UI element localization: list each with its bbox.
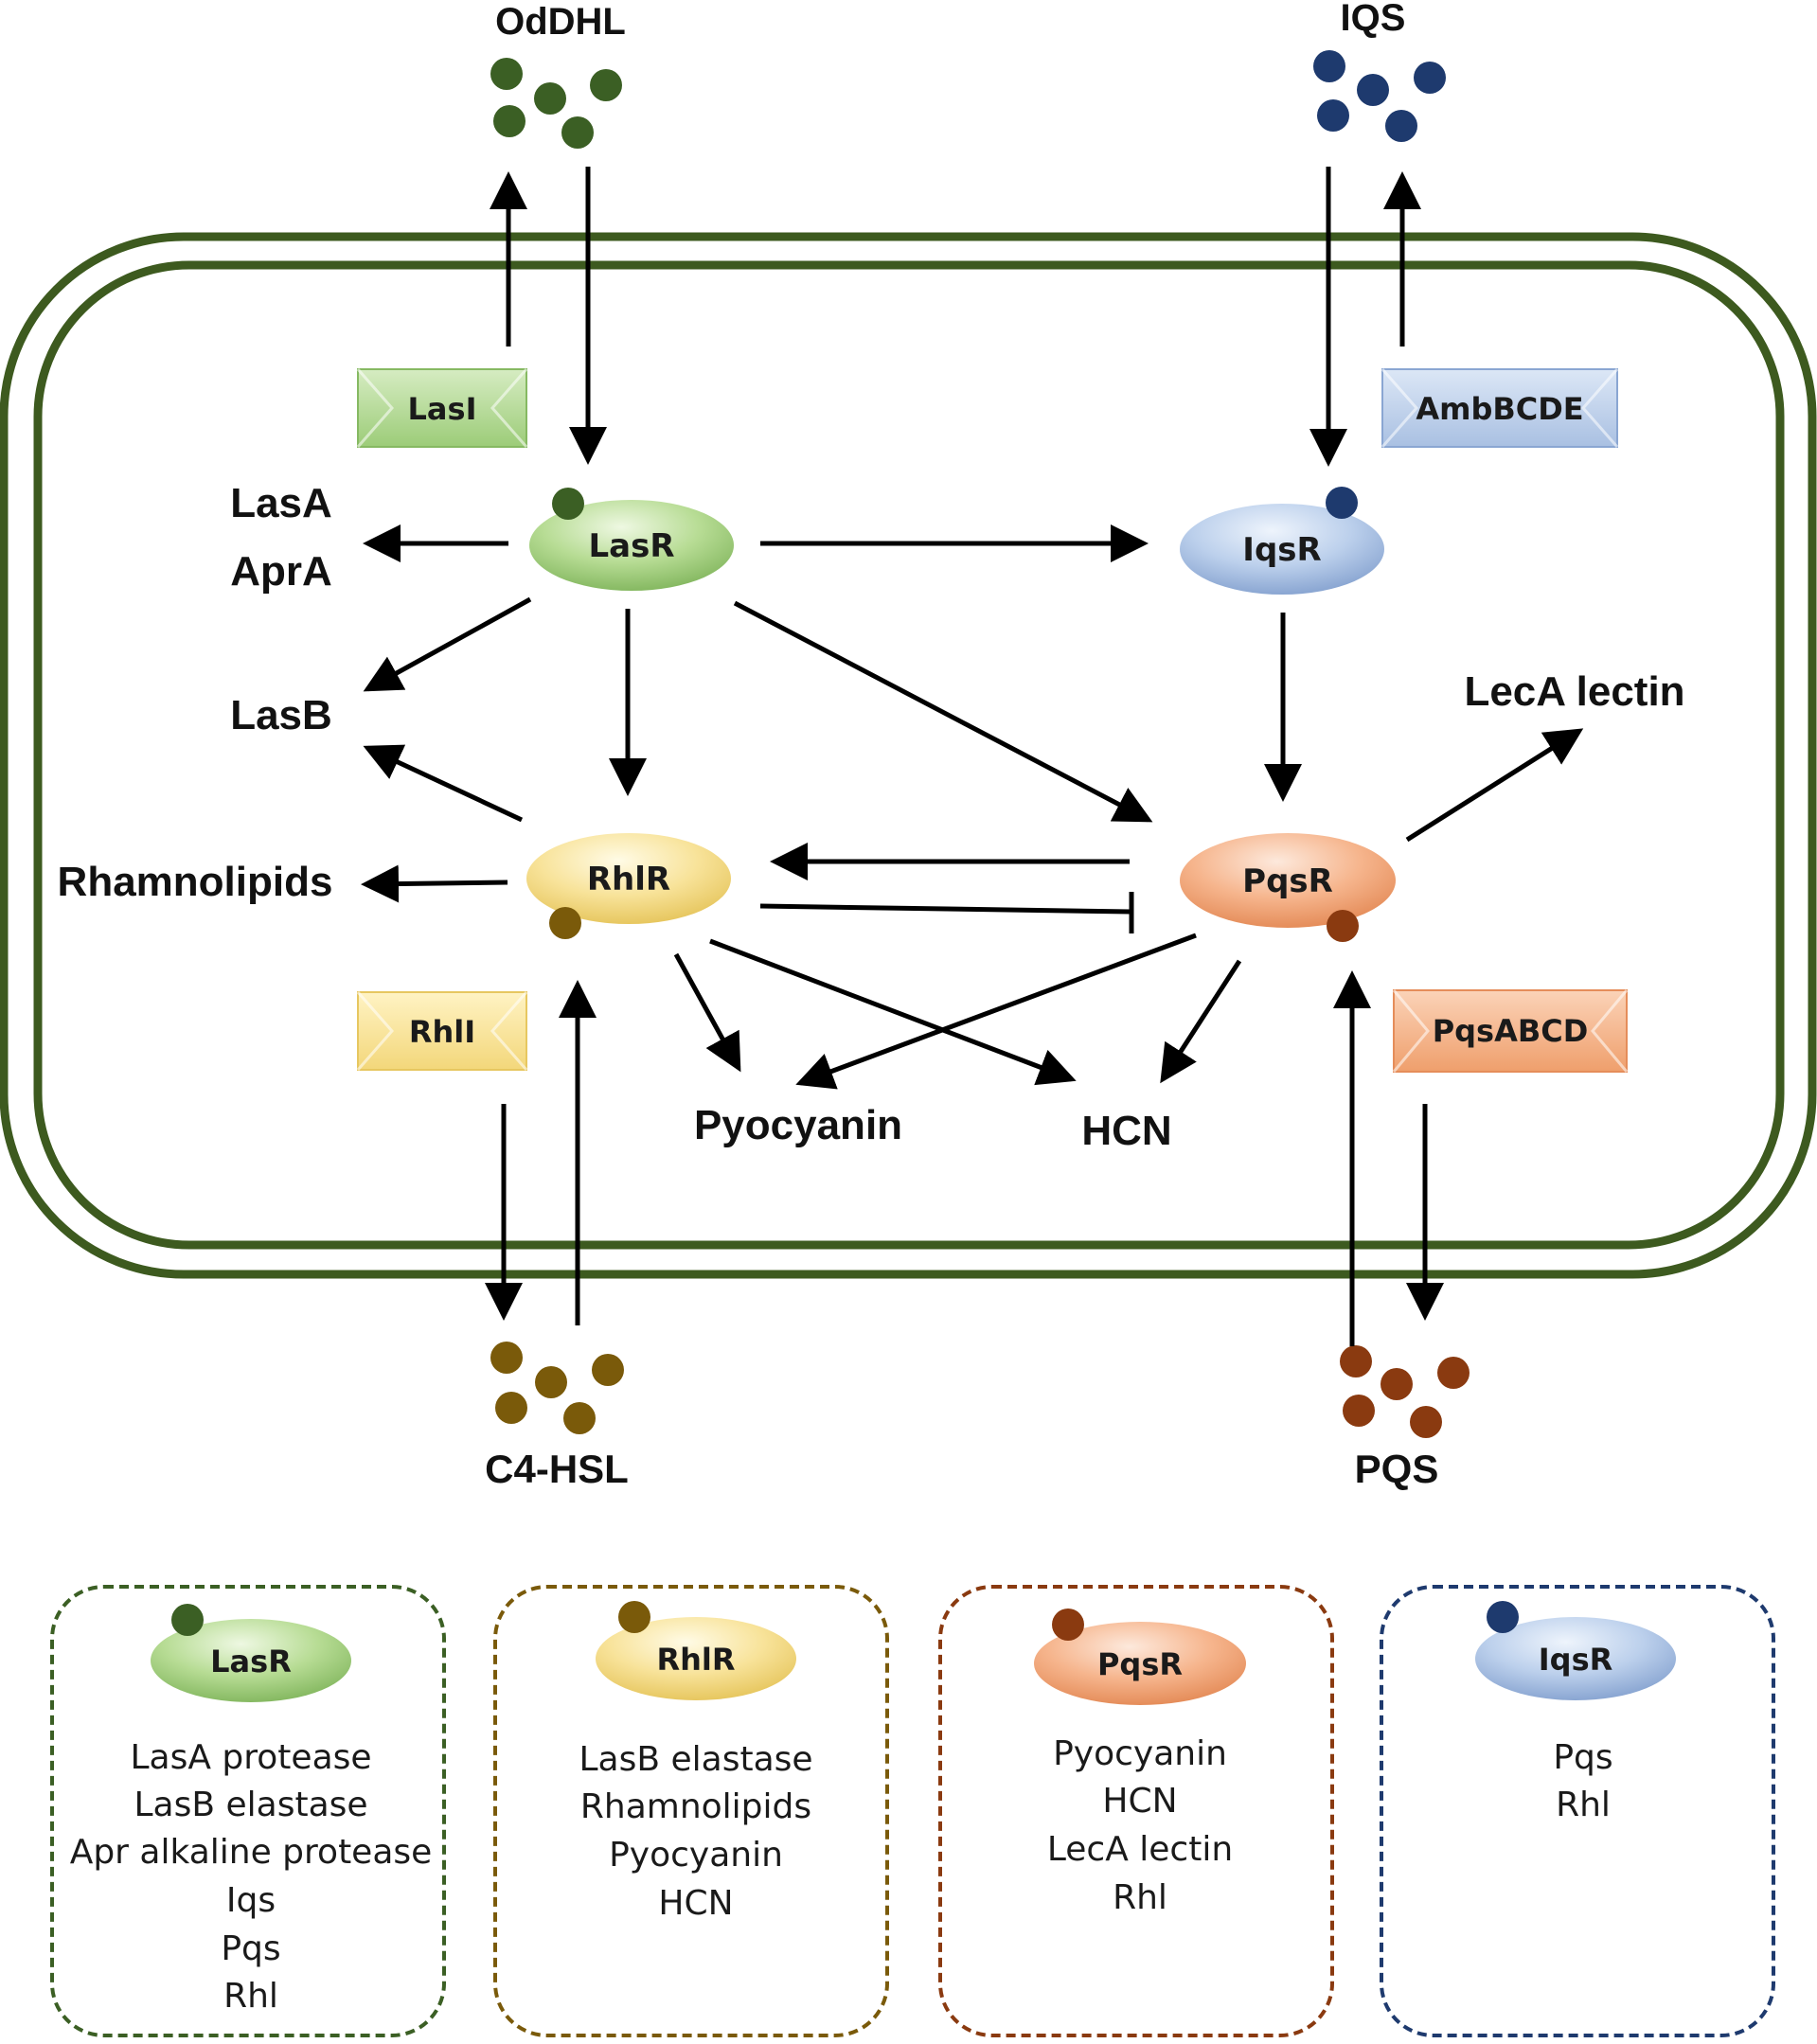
legend-iqsR: IqsR Pqs Rhl bbox=[1380, 1585, 1775, 2037]
arrow-lasR-to-lasB bbox=[363, 596, 532, 692]
legend-lasR-item: LasB elastase bbox=[134, 1786, 367, 1824]
hcn-label: HCN bbox=[1081, 1108, 1171, 1154]
legend-rhlR-title: RhlR bbox=[656, 1642, 735, 1678]
rhlI-label: RhlI bbox=[409, 1014, 475, 1050]
legend-lasR-item: Rhl bbox=[223, 1977, 278, 2016]
iqsR-label: IqsR bbox=[1242, 531, 1321, 569]
legend-pqsR-item: Rhl bbox=[1113, 1878, 1167, 1917]
pyocyanin-label: Pyocyanin bbox=[694, 1102, 902, 1148]
inner-membrane bbox=[33, 260, 1785, 1250]
legend-pqsR-item: LecA lectin bbox=[1047, 1830, 1233, 1869]
iqsR-bound-ligand bbox=[1326, 487, 1358, 519]
ambBCDE-label: AmbBCDE bbox=[1416, 391, 1583, 427]
legend-rhlR-item: HCN bbox=[658, 1884, 733, 1923]
legend-iqsR-title: IqsR bbox=[1539, 1642, 1613, 1678]
arrow-pqsR-to-hcn bbox=[1160, 959, 1242, 1084]
legend-lasR: LasR LasA protease LasB elastase Apr alk… bbox=[50, 1585, 446, 2037]
arrow-rhlR-to-rhamnolipids bbox=[361, 864, 508, 903]
arrow-lasR-to-pqsR bbox=[733, 600, 1153, 823]
legend-iqsR-item: Pqs bbox=[1553, 1738, 1612, 1777]
rhlR-bound-ligand bbox=[549, 907, 581, 939]
lecA-label: LecA lectin bbox=[1464, 668, 1684, 715]
rhlI-box: RhlI bbox=[356, 991, 528, 1071]
iqs-label: IQS bbox=[1341, 0, 1406, 39]
legend-rhlR-item: Rhamnolipids bbox=[580, 1787, 811, 1826]
legend-lasR-title: LasR bbox=[210, 1644, 292, 1680]
legend-lasR-item: Pqs bbox=[221, 1929, 280, 1968]
pqsR-label: PqsR bbox=[1242, 862, 1333, 900]
rhamnolipids-label: Rhamnolipids bbox=[58, 859, 333, 905]
pqsABCD-box: PqsABCD bbox=[1392, 989, 1629, 1073]
lasA-label: LasA bbox=[230, 480, 332, 526]
legend-pqsR-item: Pyocyanin bbox=[1053, 1734, 1227, 1773]
legend-rhlR: RhlR LasB elastase Rhamnolipids Pyocyani… bbox=[493, 1585, 889, 2037]
aprA-label: AprA bbox=[230, 548, 332, 595]
arrow-pqsR-to-lecA bbox=[1405, 728, 1584, 843]
legend-lasR-item: LasA protease bbox=[130, 1738, 371, 1777]
c4hsl-label: C4-HSL bbox=[485, 1447, 629, 1491]
pqs-label: PQS bbox=[1355, 1447, 1439, 1491]
iqsR-node: IqsR bbox=[1180, 487, 1384, 595]
pqsABCD-label: PqsABCD bbox=[1433, 1013, 1589, 1049]
oddhl-label: OdDHL bbox=[495, 1, 626, 43]
lasR-bound-ligand bbox=[552, 488, 584, 520]
arrows bbox=[361, 167, 1584, 1346]
inhibition-rhlR-to-pqsR bbox=[759, 892, 1134, 933]
ambBCDE-box: AmbBCDE bbox=[1381, 368, 1619, 448]
pqsR-bound-ligand bbox=[1327, 910, 1359, 942]
arrow-pqsR-to-pyocyanin bbox=[795, 933, 1197, 1090]
rhlR-node: RhlR bbox=[526, 833, 731, 939]
lasI-box: LasI bbox=[356, 368, 528, 448]
iqs-molecules bbox=[1313, 50, 1446, 142]
rhlR-label: RhlR bbox=[587, 861, 670, 898]
oddhl-molecules bbox=[490, 58, 622, 149]
legend-lasR-item: Apr alkaline protease bbox=[70, 1833, 433, 1872]
arrow-rhlR-to-lasB bbox=[363, 744, 524, 823]
legend-pqsR-item: HCN bbox=[1102, 1782, 1177, 1821]
outer-membrane bbox=[0, 232, 1817, 1279]
legend-lasR-item: Iqs bbox=[226, 1881, 276, 1920]
lasB-label: LasB bbox=[230, 692, 332, 738]
pqs-molecules bbox=[1340, 1345, 1470, 1438]
legend-iqsR-item: Rhl bbox=[1556, 1786, 1611, 1824]
lasR-node: LasR bbox=[529, 488, 734, 591]
legend-rhlR-item: Pyocyanin bbox=[609, 1836, 783, 1875]
legend-rhlR-item: LasB elastase bbox=[579, 1740, 812, 1779]
legend-pqsR: PqsR Pyocyanin HCN LecA lectin Rhl bbox=[938, 1585, 1334, 2037]
pqsR-node: PqsR bbox=[1180, 833, 1396, 942]
arrow-rhlR-to-pyocyanin bbox=[673, 952, 741, 1073]
c4hsl-molecules bbox=[490, 1342, 624, 1434]
lasI-label: LasI bbox=[408, 391, 477, 427]
legend-pqsR-title: PqsR bbox=[1097, 1646, 1183, 1682]
arrow-rhlR-to-hcn bbox=[709, 938, 1077, 1086]
lasR-label: LasR bbox=[588, 527, 674, 565]
